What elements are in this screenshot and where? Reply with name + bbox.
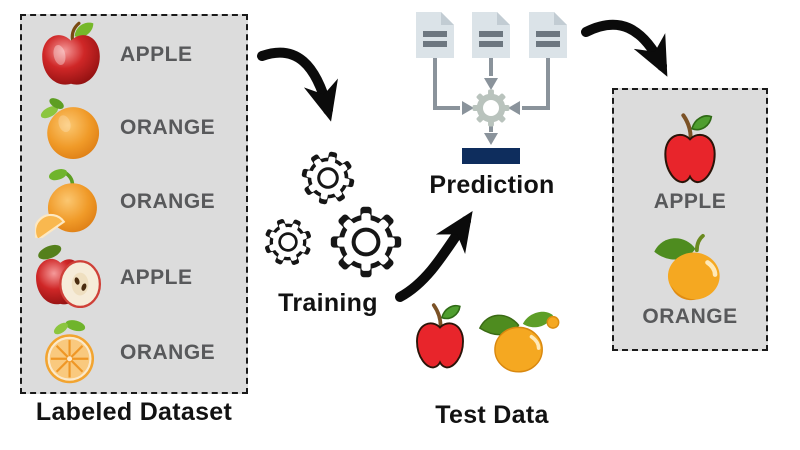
apple-cut-icon xyxy=(22,240,120,316)
test-apple-icon xyxy=(415,303,465,370)
prediction-caption: Prediction xyxy=(429,171,555,199)
training-caption: Training xyxy=(278,289,378,317)
list-item: APPLE xyxy=(22,19,246,91)
orange-cut-icon xyxy=(22,317,120,389)
prediction-flow-icon xyxy=(416,12,567,164)
labeled-dataset-caption: Labeled Dataset xyxy=(35,398,233,426)
document-icon xyxy=(472,12,510,58)
test-orange-icon xyxy=(478,309,561,374)
arrow-prediction-to-output xyxy=(581,19,668,77)
list-item: ORANGE xyxy=(22,92,246,164)
fruit-label: ORANGE xyxy=(120,341,216,365)
fruit-label: ORANGE xyxy=(642,305,738,329)
fruit-label: ORANGE xyxy=(120,189,216,213)
connector-lines xyxy=(433,58,550,132)
orange-slice-icon xyxy=(22,165,120,238)
apple-icon xyxy=(22,19,120,91)
fruit-label: APPLE xyxy=(120,265,193,289)
arrow-testdata-to-prediction xyxy=(395,211,473,302)
test-data-caption: Test Data xyxy=(435,401,549,429)
orange-icon xyxy=(648,229,732,305)
document-icon xyxy=(416,12,454,58)
list-item: ORANGE xyxy=(22,165,246,238)
apple-icon xyxy=(663,112,717,184)
labeled-dataset-panel: APPLE ORANGE ORANGE APPLE ORANGE xyxy=(20,14,248,394)
connector-arrowheads xyxy=(462,78,520,145)
list-item: ORANGE xyxy=(642,229,737,329)
list-item: APPLE xyxy=(22,240,246,316)
fruit-label: APPLE xyxy=(120,42,193,66)
list-item: ORANGE xyxy=(22,317,246,389)
fruit-label: APPLE xyxy=(653,189,727,213)
prediction-output-bar xyxy=(462,148,520,164)
prediction-output-panel: APPLE ORANGE xyxy=(612,88,768,351)
orange-icon xyxy=(22,92,120,164)
list-item: APPLE xyxy=(654,110,727,214)
fruit-label: ORANGE xyxy=(120,116,216,140)
document-icon xyxy=(529,12,567,58)
arrow-dataset-to-training xyxy=(257,47,338,122)
